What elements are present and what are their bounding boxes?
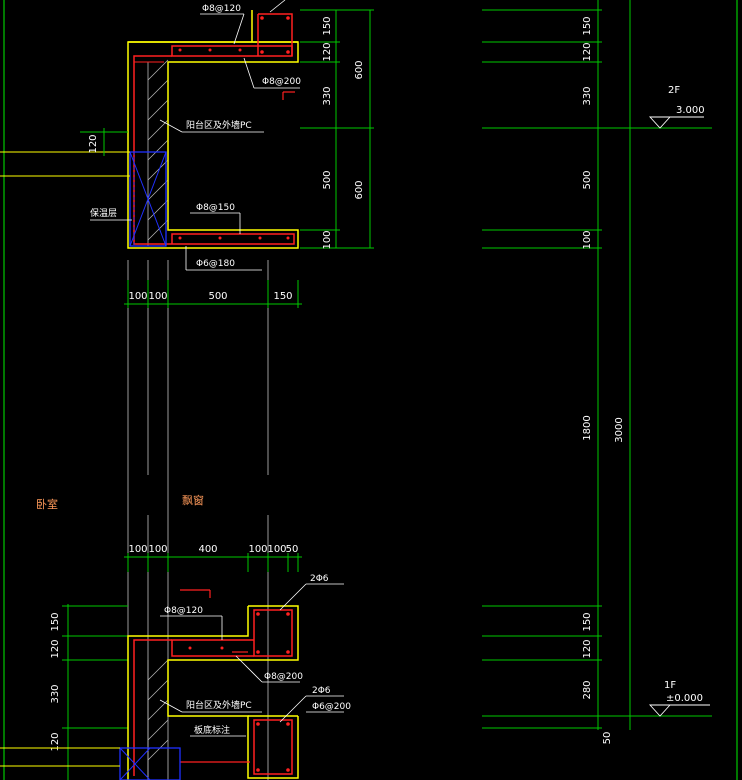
note-rebar-mid: Φ8@200 (264, 672, 303, 682)
dim-text: 280 (582, 680, 593, 699)
dim-text: 50 (602, 732, 613, 745)
dim-top-texts: 100 100 400 100 100 50 (128, 544, 298, 555)
wall-hatch (147, 659, 169, 761)
dim-text: 150 (273, 291, 292, 302)
dim-text: 120 (582, 639, 593, 658)
leader-line (279, 695, 307, 723)
level-value: ±0.000 (666, 693, 703, 704)
note-pc: 阳台区及外墙PC (186, 119, 252, 131)
level-value: 3.000 (676, 105, 705, 116)
dim-text: 120 (322, 42, 333, 61)
dim-extension-lines (127, 553, 299, 572)
note-rebar-mid: Φ8@200 (262, 77, 301, 87)
note-rebar-top: Φ8@120 (164, 606, 203, 616)
leader-line (233, 13, 245, 45)
dim-right-texts: 150 120 330 500 100 600 600 (322, 16, 365, 249)
upper-section: 120 Φ8@120 Φ8@200 阳台区及外墙PC Φ8@150 Φ6@180… (0, 0, 374, 308)
dim-text: 500 (208, 291, 227, 302)
level-name: 1F (664, 680, 676, 691)
dim-text: 100 (148, 544, 167, 555)
elevation-texts: 150 120 330 500 100 1800 150 120 280 50 … (582, 16, 625, 744)
dim-text: 150 (582, 612, 593, 631)
dim-left-texts: 150 120 330 120 (50, 612, 61, 751)
dim-text: 330 (582, 86, 593, 105)
concrete-outline (127, 606, 249, 780)
dim-text: 100 (267, 544, 286, 555)
note-beam: 板底标注 (194, 724, 230, 736)
wall-hatch (147, 59, 169, 241)
leader-line (159, 699, 183, 713)
dim-text: 330 (322, 86, 333, 105)
insulation-cross (129, 151, 167, 247)
dim-bottom-texts: 100 100 500 150 (128, 291, 292, 302)
concrete-outline (167, 605, 299, 779)
room-label-bay-window: 飘窗 (182, 493, 204, 507)
dim-text: 500 (582, 170, 593, 189)
dim-text: 400 (198, 544, 217, 555)
note-rebar-c: Φ6@200 (312, 702, 351, 712)
leader-line (279, 583, 307, 611)
dim-extension-lines (127, 280, 299, 308)
dim-text: 330 (50, 684, 61, 703)
rebar-dots (178, 16, 290, 240)
rebar (133, 639, 172, 776)
dim-text: 100 (248, 544, 267, 555)
note-rebar-bottom: Φ6@180 (196, 259, 235, 269)
rebar (171, 639, 254, 657)
leader-line (243, 57, 255, 89)
leader-line (235, 655, 263, 683)
dim-total-text: 3000 (614, 417, 625, 442)
note-rebar-top: Φ8@120 (202, 4, 241, 14)
leader-line (269, 0, 286, 13)
dim-text: 150 (50, 612, 61, 631)
room-label-bedroom: 卧室 (36, 497, 58, 511)
dim-text: 150 (322, 16, 333, 35)
rebar (253, 719, 293, 775)
elevation-dimensions: 150 120 330 500 100 1800 150 120 280 50 … (482, 0, 712, 744)
dim-text: 150 (582, 16, 593, 35)
elevation-ticks (482, 9, 712, 729)
dim-text: 120 (582, 42, 593, 61)
note-rebar-b: 2Φ6 (312, 686, 331, 696)
lower-section: 100 100 400 100 100 50 150 120 330 120 (0, 544, 351, 780)
dim-text: 100 (128, 291, 147, 302)
rebar (258, 13, 293, 56)
dim-text: 120 (50, 639, 61, 658)
dim-text: 500 (322, 170, 333, 189)
dim-text: 1800 (582, 415, 593, 440)
level-marker-2f: 2F 3.000 (648, 85, 705, 129)
dim-extension-lines (300, 9, 374, 249)
dim-text: 600 (354, 180, 365, 199)
rebar (133, 55, 295, 245)
note-rebar-a: 2Φ6 (310, 574, 329, 584)
dim-text: 120 (50, 732, 61, 751)
insulation-cross (119, 747, 151, 780)
dim-text: 100 (582, 230, 593, 249)
note-wall: 保温层 (90, 207, 117, 219)
dim-text: 600 (354, 60, 365, 79)
insulation-block (129, 151, 167, 247)
dim-extension-lines (62, 605, 128, 729)
dim-text: 100 (148, 291, 167, 302)
rebar-dots (188, 612, 290, 772)
dim-left-text: 120 (88, 134, 99, 153)
note-pc: 阳台区及外墙PC (186, 699, 252, 711)
dim-text: 100 (322, 230, 333, 249)
level-name: 2F (668, 85, 680, 96)
note-rebar-lower: Φ8@150 (196, 203, 235, 213)
leader-line (159, 119, 183, 133)
dim-text: 100 (128, 544, 147, 555)
dim-text: 50 (286, 544, 299, 555)
level-marker-1f: 1F ±0.000 (648, 680, 710, 717)
